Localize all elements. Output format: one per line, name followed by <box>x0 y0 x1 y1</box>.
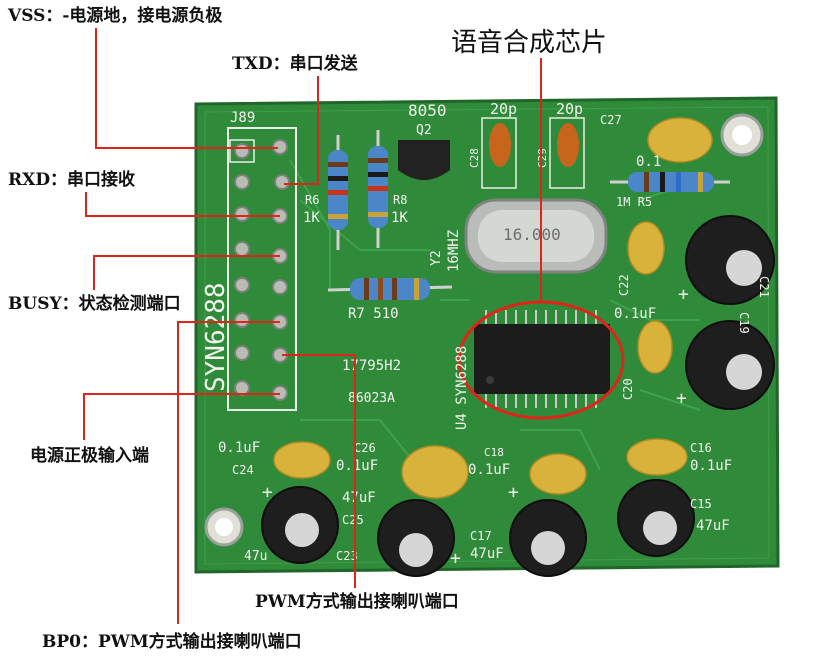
vss-leader-line <box>95 28 278 149</box>
electrolytic-c25 <box>377 499 455 577</box>
resistor-r5 <box>610 172 730 192</box>
electrolytic-c21 <box>685 215 775 305</box>
silk-c23-val: 47u <box>244 549 267 564</box>
silk-c26-val: 0.1uF <box>336 458 378 474</box>
silk-plus-c21: + <box>678 284 689 305</box>
silk-c25-val: 47uF <box>342 490 376 506</box>
electrolytic-c17 <box>509 499 587 577</box>
silk-c27-ref: C27 <box>600 113 622 127</box>
chip-title-label: 语音合成芯片 <box>451 28 608 58</box>
silk-c15-ref: C15 <box>690 497 712 511</box>
pwm-leader-line <box>282 354 356 588</box>
silk-c19-ref: C19 <box>737 312 751 334</box>
bp0-callout-label: BP0：PWM方式输出接喇叭端口 <box>42 632 302 652</box>
silk-code2: 86023A <box>348 391 395 406</box>
busy-leader-line <box>93 255 280 290</box>
txd-leader-line <box>284 76 319 185</box>
silk-c17-val: 47uF <box>470 546 504 562</box>
electrolytic-c15 <box>617 479 695 557</box>
silk-c17-ref: C17 <box>470 529 492 543</box>
silk-c24-val: 0.1uF <box>218 440 260 456</box>
silk-plus-c23: + <box>262 482 273 503</box>
rxd-leader-line <box>85 192 280 217</box>
silk-code1: 17795H2 <box>342 358 401 374</box>
capacitor-c18 <box>529 453 587 495</box>
txd-callout-label: TXD：串口发送 <box>232 54 358 74</box>
transistor-q2 <box>398 140 450 180</box>
silk-c29-ref: C29 <box>536 148 549 168</box>
capacitor-c28 <box>481 117 517 189</box>
electrolytic-c23 <box>261 486 339 564</box>
silk-u4: U4 SYN6288 <box>454 346 470 430</box>
silk-c26-ref: C26 <box>354 441 376 455</box>
resistor-r8 <box>368 130 388 248</box>
silk-c29-val: 20p <box>556 100 583 118</box>
vss-callout-label: VSS：-电源地，接电源负极 <box>8 6 223 26</box>
silk-16mhz: 16MHZ <box>446 230 462 272</box>
silk-c22-ref: C22 <box>617 274 631 296</box>
electrolytic-c19 <box>685 320 775 410</box>
silk-c22-val: 0.1uF <box>614 306 656 322</box>
capacitor-c26 <box>401 445 469 499</box>
crystal-y2 <box>464 198 608 274</box>
capacitor-c16 <box>626 438 688 476</box>
capacitor-c29 <box>549 117 585 189</box>
silk-c27-val: 0.1 <box>636 154 661 170</box>
silk-r5: 1M R5 <box>616 195 652 209</box>
silk-syn6288-vertical: SYN6288 <box>201 282 231 392</box>
silk-q2: Q2 <box>416 123 432 138</box>
resistor-r6 <box>328 135 348 250</box>
silk-c24-ref: C24 <box>232 463 254 477</box>
pwm-callout-label: PWM方式输出接喇叭端口 <box>255 592 459 612</box>
resistor-r7 <box>327 278 453 300</box>
busy-callout-label: BUSY：状态检测端口 <box>8 294 181 314</box>
syn6288-chip <box>474 310 610 408</box>
vin-callout-label: 电源正极输入端 <box>30 446 149 466</box>
silk-r8-val: 1K <box>391 210 408 226</box>
silk-c18-ref: C18 <box>484 446 504 459</box>
silk-c20-ref: C20 <box>621 378 635 400</box>
silk-c16-val: 0.1uF <box>690 458 732 474</box>
silk-8050: 8050 <box>408 101 447 120</box>
silk-c28-ref: C28 <box>468 148 481 168</box>
silk-r8-ref: R8 <box>393 193 407 207</box>
silk-c18-val: 0.1uF <box>468 462 510 478</box>
silk-plus-c25: + <box>450 548 461 569</box>
silk-c15-val: 47uF <box>696 518 730 534</box>
capacitor-c24 <box>273 441 331 479</box>
capacitor-c27 <box>647 117 713 163</box>
silk-c21-ref: C21 <box>757 276 771 298</box>
silk-c16-ref: C16 <box>690 441 712 455</box>
silk-j89: J89 <box>230 110 255 126</box>
silk-plus-c17: + <box>508 482 519 503</box>
silk-r6-val: 1K <box>303 210 320 226</box>
silk-c23-ref: C23 <box>336 549 358 563</box>
silk-crystal-value: 16.000 <box>503 225 561 244</box>
silk-plus-c19: + <box>676 388 687 409</box>
silk-r6-ref: R6 <box>305 193 319 207</box>
silk-c25-ref: C25 <box>342 513 364 527</box>
capacitor-c22 <box>627 221 665 275</box>
bp0-leader-line <box>177 321 280 624</box>
silk-y2: Y2 <box>429 250 444 266</box>
silk-r7: R7 510 <box>348 306 399 322</box>
silk-c28-val: 20p <box>490 100 517 118</box>
capacitor-c20 <box>637 320 673 374</box>
vin-leader-line <box>83 393 280 440</box>
rxd-callout-label: RXD：串口接收 <box>8 170 136 190</box>
